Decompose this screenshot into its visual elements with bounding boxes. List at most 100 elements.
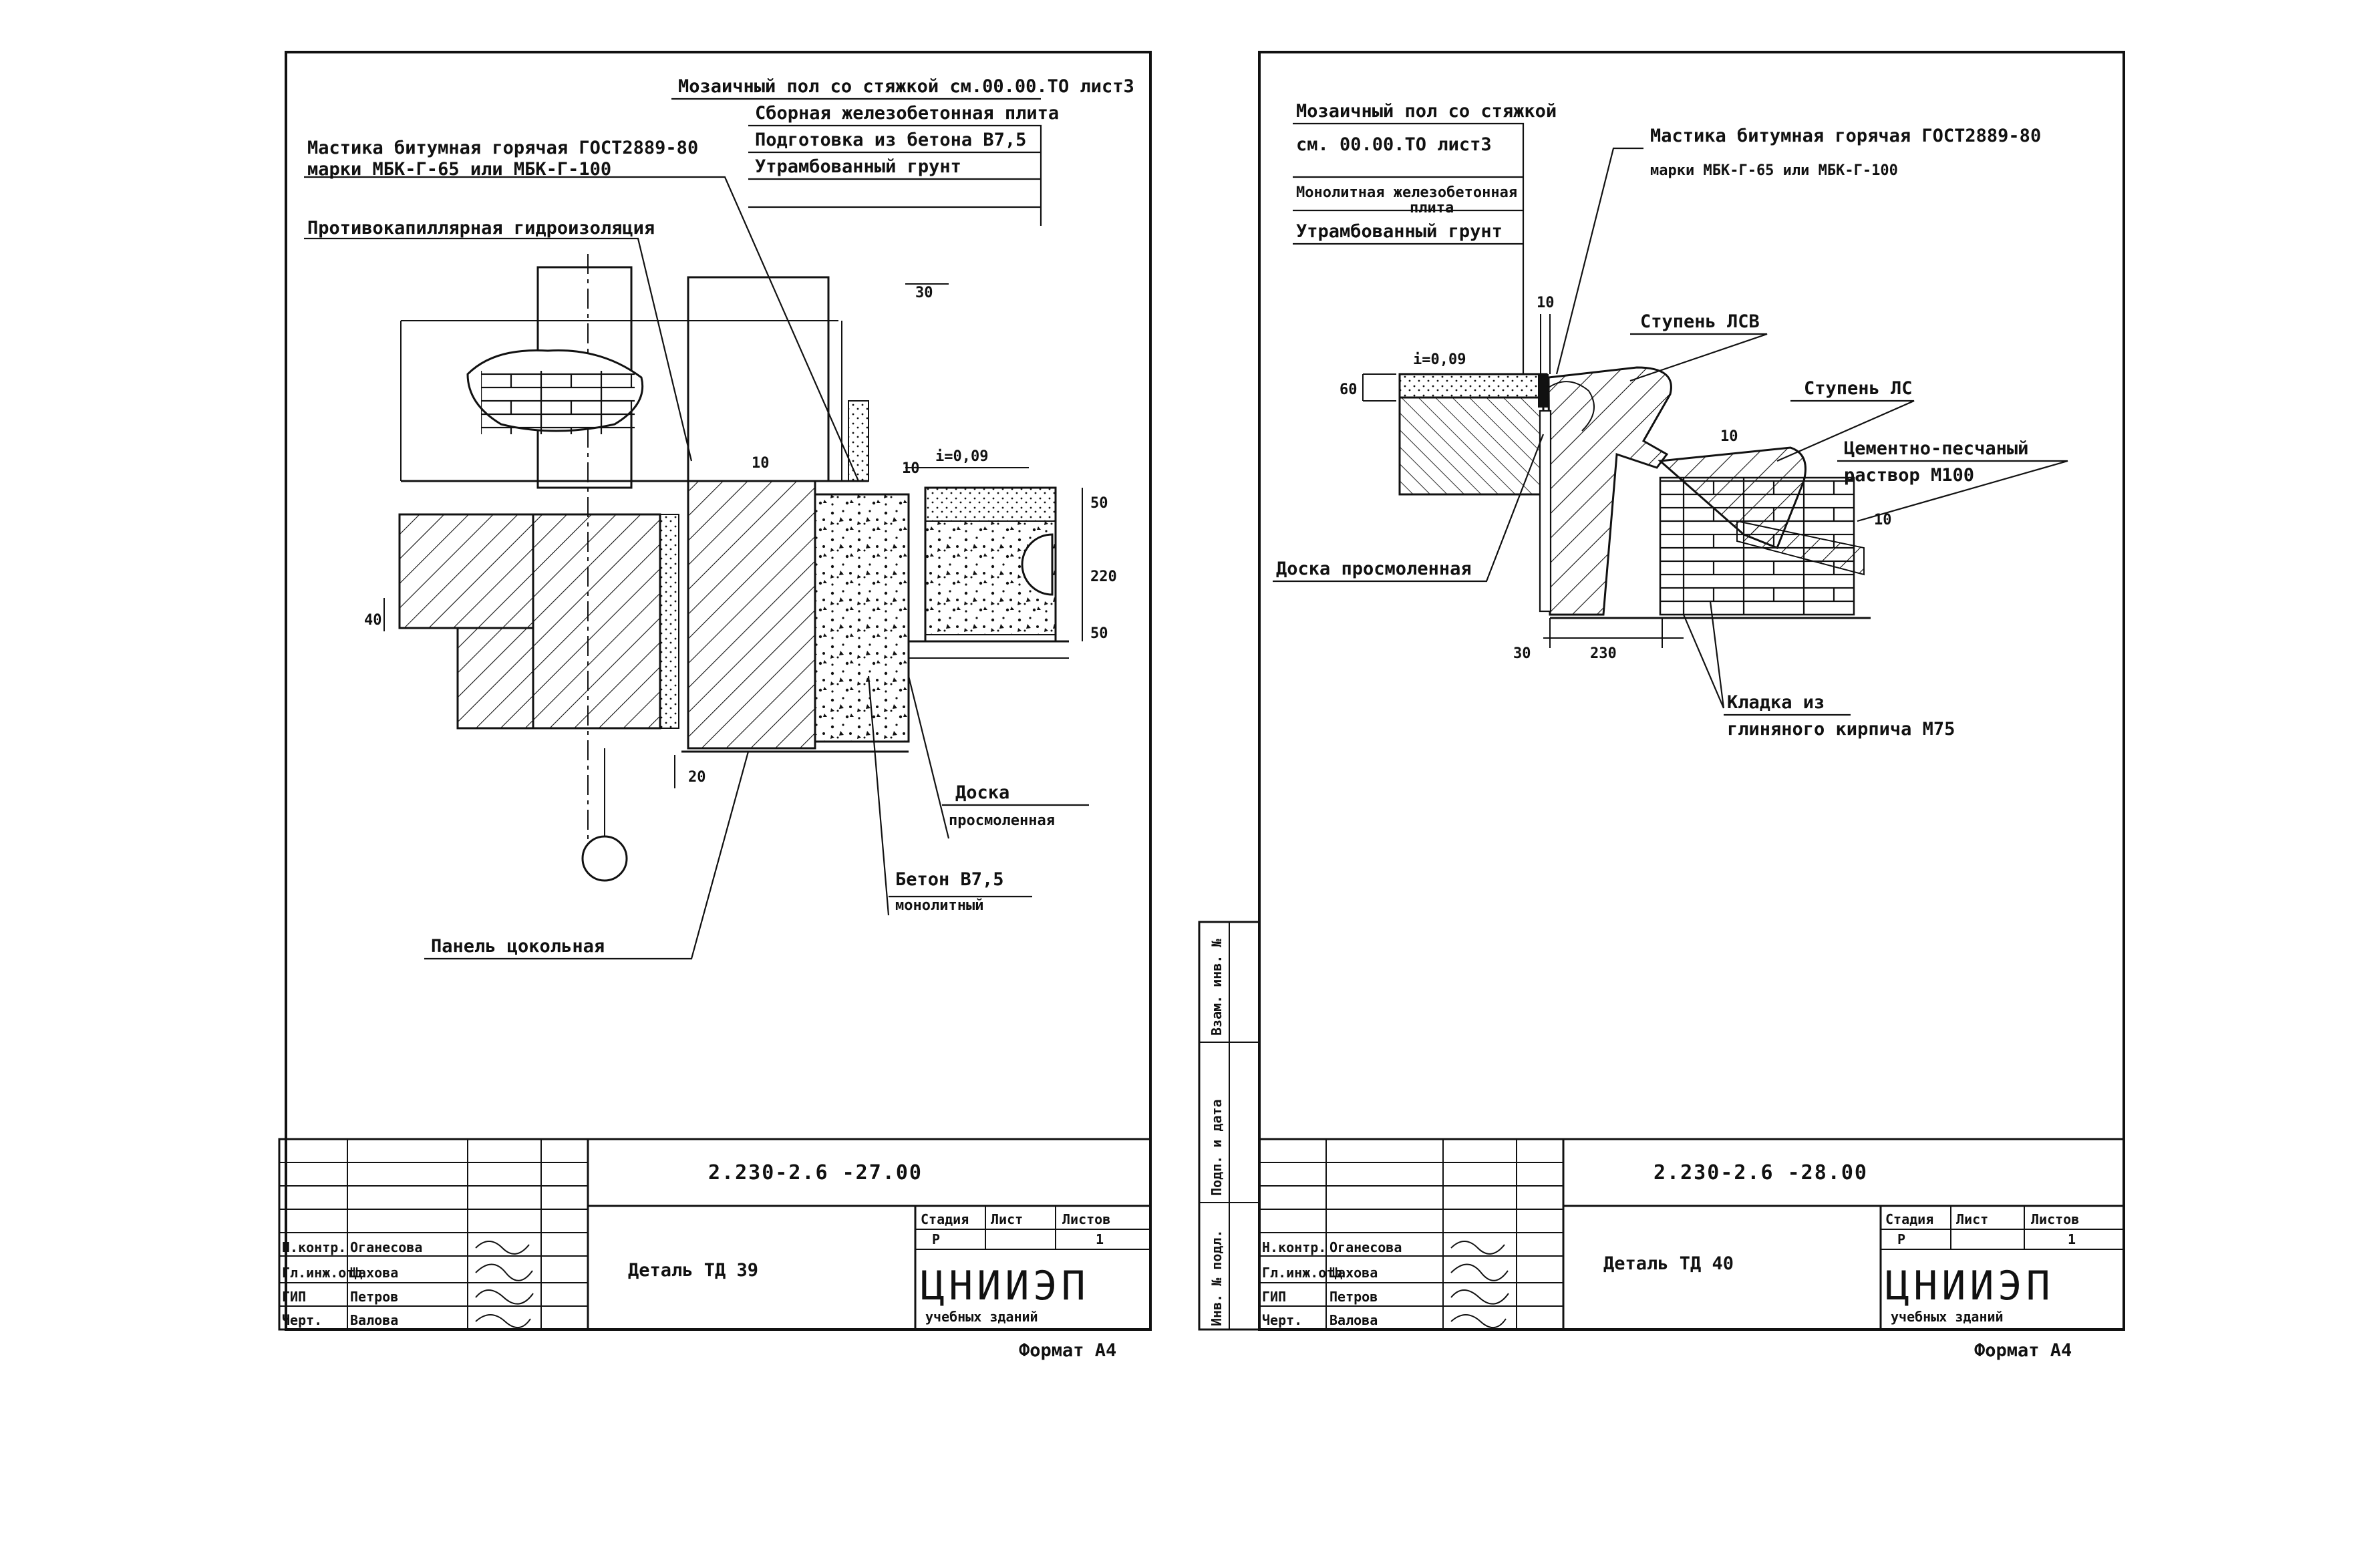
right-stage-value: Р xyxy=(1897,1231,1905,1247)
left-stage-header: Стадия xyxy=(921,1211,969,1227)
left-dim-10b: 10 xyxy=(902,460,920,477)
left-dim-40: 40 xyxy=(364,612,382,629)
left-sheet-header: Лист xyxy=(991,1211,1023,1227)
right-name-2: Петров xyxy=(1329,1289,1378,1305)
left-name-1: Шахова xyxy=(350,1265,398,1281)
left-label-ground: Утрамбованный грунт xyxy=(755,156,961,177)
right-dim-10b: 10 xyxy=(1720,428,1738,445)
left-dim-50b: 50 xyxy=(1090,625,1108,642)
right-role-0: Н.контр. xyxy=(1262,1239,1326,1255)
left-sheets-value: 1 xyxy=(1096,1231,1104,1247)
right-label-mastic-2: марки МБК-Г-65 или МБК-Г-100 xyxy=(1650,162,1898,179)
right-label-step-ls: Ступень ЛС xyxy=(1804,378,1913,399)
left-label-concrete-1: Бетон В7,5 xyxy=(895,869,1004,890)
left-label-slab: Сборная железобетонная плита xyxy=(755,103,1059,124)
left-signature-0 xyxy=(475,1241,530,1255)
left-label-board-1: Доска xyxy=(955,782,1009,803)
right-name-3: Валова xyxy=(1329,1312,1378,1328)
left-dim-10: 10 xyxy=(752,455,770,472)
left-label-floor: Мозаичный пол со стяжкой см.00.00.ТО лис… xyxy=(678,76,1134,97)
right-role-2: ГИП xyxy=(1262,1289,1286,1305)
right-label-mastic-1: Мастика битумная горячая ГОСТ2889-80 xyxy=(1650,126,2041,146)
right-label-ground: Утрамбованный грунт xyxy=(1296,221,1503,242)
right-signature-0 xyxy=(1450,1241,1505,1255)
left-format: Формат А4 xyxy=(1019,1340,1116,1361)
right-side-stamp: Инв. № подл. Подп. и дата Взам. инв. № xyxy=(1198,921,1261,1331)
right-dim-230: 230 xyxy=(1590,645,1617,662)
right-label-slope: i=0,09 xyxy=(1413,351,1466,368)
right-org-sub: учебных зданий xyxy=(1891,1309,2004,1325)
side-stamp-1: Подп. и дата xyxy=(1209,1100,1225,1197)
right-sheets-value: 1 xyxy=(2068,1231,2076,1247)
right-role-3: Черт. xyxy=(1262,1312,1302,1328)
left-leaders xyxy=(304,98,1089,960)
left-name-0: Оганесова xyxy=(350,1239,422,1255)
right-signature-3 xyxy=(1450,1314,1507,1328)
left-name-3: Валова xyxy=(350,1312,398,1328)
right-label-step-lsv: Ступень ЛСВ xyxy=(1640,311,1760,332)
left-detail-drawing xyxy=(398,254,1069,882)
right-sheet-header: Лист xyxy=(1956,1211,1988,1227)
right-label-mortar-1: Цементно-песчаный xyxy=(1844,438,2028,459)
left-org-logo: ЦНИИЭП xyxy=(921,1263,1090,1309)
left-dim-30: 30 xyxy=(915,285,933,301)
left-label-panel: Панель цокольная xyxy=(431,936,605,957)
right-title-block: 2.230-2.6 -28.00 Деталь ТД 40 Стадия Лис… xyxy=(1258,1138,2125,1331)
left-sheets-header: Листов xyxy=(1062,1211,1110,1227)
left-dim-20: 20 xyxy=(688,769,706,786)
left-label-board-2: просмоленная xyxy=(949,812,1055,829)
right-label-floor-1: Мозаичный пол со стяжкой xyxy=(1296,101,1557,122)
right-leaders xyxy=(1273,122,2068,716)
left-role-3: Черт. xyxy=(282,1312,322,1328)
right-dimensions xyxy=(1362,314,1684,648)
left-name-2: Петров xyxy=(350,1289,398,1305)
left-signature-2 xyxy=(475,1289,534,1305)
right-format: Формат А4 xyxy=(1974,1340,2072,1361)
right-doc-code: 2.230-2.6 -28.00 xyxy=(1654,1161,1868,1185)
left-sheet: Мозаичный пол со стяжкой см.00.00.ТО лис… xyxy=(278,51,1152,1361)
right-dim-60: 60 xyxy=(1340,381,1358,398)
right-sheets-header: Листов xyxy=(2031,1211,2079,1227)
left-org-sub: учебных зданий xyxy=(925,1309,1038,1325)
left-title-block: 2.230-2.6 -27.00 Деталь ТД 39 Стадия Лис… xyxy=(278,1138,1152,1331)
right-label-masonry-2: глиняного кирпича М75 xyxy=(1727,719,1955,740)
right-label-slab-1: Монолитная железобетонная xyxy=(1296,184,1517,201)
right-name-1: Шахова xyxy=(1329,1265,1378,1281)
right-stage-header: Стадия xyxy=(1885,1211,1933,1227)
right-label-masonry-1: Кладка из xyxy=(1727,692,1825,713)
right-doc-title: Деталь ТД 40 xyxy=(1603,1253,1734,1274)
right-signature-2 xyxy=(1450,1289,1509,1305)
left-label-prep: Подготовка из бетона В7,5 xyxy=(755,130,1026,150)
right-label-board: Доска просмоленная xyxy=(1276,559,1472,579)
left-signature-1 xyxy=(475,1263,533,1281)
right-label-mortar-2: раствор М100 xyxy=(1844,465,1974,486)
right-label-slab-2: плита xyxy=(1410,200,1454,216)
left-label-concrete-2: монолитный xyxy=(895,897,983,914)
right-dim-10a: 10 xyxy=(1537,295,1555,311)
left-role-1: Гл.инж.отд xyxy=(282,1265,362,1281)
right-dim-30: 30 xyxy=(1513,645,1531,662)
left-label-mastic-2: марки МБК-Г-65 или МБК-Г-100 xyxy=(307,159,611,180)
left-label-mastic-1: Мастика битумная горячая ГОСТ2889-80 xyxy=(307,138,698,158)
left-doc-title: Деталь ТД 39 xyxy=(628,1260,758,1281)
right-detail-drawing xyxy=(1398,366,1871,619)
right-name-0: Оганесова xyxy=(1329,1239,1402,1255)
left-signature-3 xyxy=(475,1314,531,1328)
left-role-0: Н.контр. xyxy=(282,1239,346,1255)
side-stamp-0: Инв. № подл. xyxy=(1209,1230,1225,1327)
right-org-logo: ЦНИИЭП xyxy=(1885,1263,2054,1309)
left-doc-code: 2.230-2.6 -27.00 xyxy=(708,1161,923,1185)
right-role-1: Гл.инж.отд xyxy=(1262,1265,1342,1281)
left-stage-value: Р xyxy=(932,1231,940,1247)
left-label-slope: i=0,09 xyxy=(935,448,988,465)
right-dim-10c: 10 xyxy=(1874,512,1892,528)
left-dim-50a: 50 xyxy=(1090,495,1108,512)
side-stamp-2: Взам. инв. № xyxy=(1209,939,1225,1036)
left-dim-220: 220 xyxy=(1090,569,1117,585)
right-label-floor-2: см. 00.00.ТО лист3 xyxy=(1296,134,1492,155)
left-label-hydro: Противокапиллярная гидроизоляция xyxy=(307,218,655,239)
right-signature-1 xyxy=(1450,1263,1509,1281)
left-dimensions xyxy=(383,283,1083,788)
right-sheet: Инв. № подл. Подп. и дата Взам. инв. № xyxy=(1198,51,2125,1361)
